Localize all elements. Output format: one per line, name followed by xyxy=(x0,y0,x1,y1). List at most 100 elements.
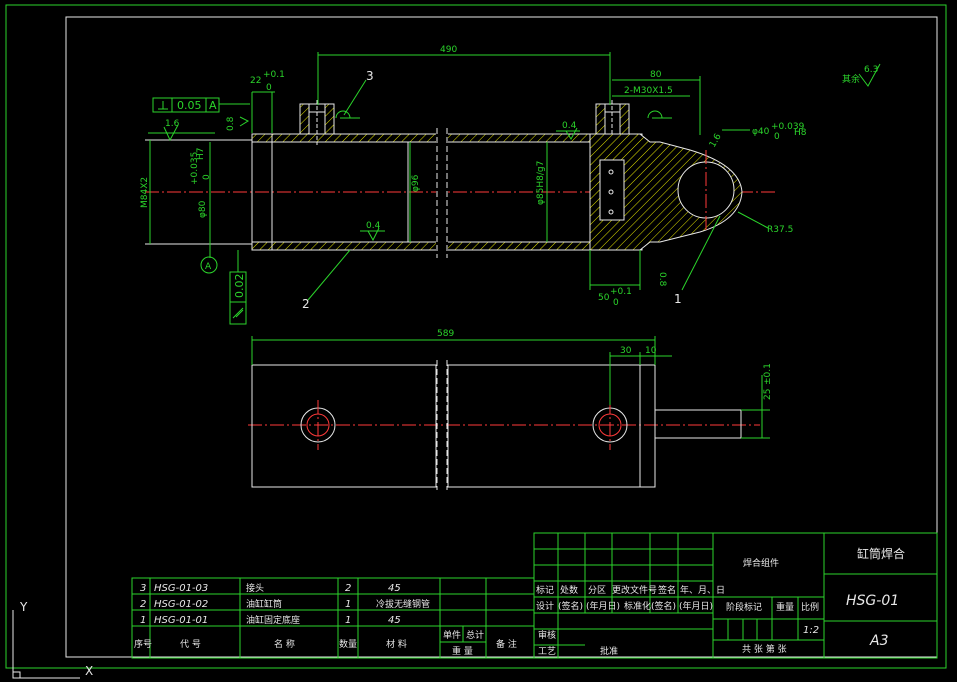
assembly-label: 焊合组件 xyxy=(743,557,779,569)
svg-text:阶段标记: 阶段标记 xyxy=(726,601,762,613)
runout-frame: 0.02 xyxy=(229,250,247,325)
sheet-size: A3 xyxy=(869,633,888,649)
dim-phi80: φ80 xyxy=(198,200,208,218)
svg-text:3: 3 xyxy=(140,583,146,594)
svg-text:比例: 比例 xyxy=(801,601,819,613)
svg-text:名 称: 名 称 xyxy=(274,638,295,650)
perpendicularity-frame: 0.05 A xyxy=(152,97,250,113)
dim-phi96: φ96 xyxy=(411,174,421,192)
svg-text:1: 1 xyxy=(345,615,351,626)
dim-r37: R37.5 xyxy=(767,225,793,235)
drawing-number: HSG-01 xyxy=(846,593,899,609)
svg-text:0.4: 0.4 xyxy=(562,121,577,131)
svg-text:其余: 其余 xyxy=(842,73,860,85)
svg-text:H7: H7 xyxy=(196,148,206,161)
dim-22: 22 xyxy=(250,76,261,86)
svg-text:0: 0 xyxy=(266,83,272,93)
svg-text:0.8: 0.8 xyxy=(226,116,236,131)
surface-roughness-other: 其余 6.3 xyxy=(842,63,881,87)
svg-text:工艺: 工艺 xyxy=(538,646,556,657)
svg-text:±0.1: ±0.1 xyxy=(763,363,773,385)
svg-text:45: 45 xyxy=(388,615,401,626)
svg-text:设计: 设计 xyxy=(536,600,554,612)
svg-text:HSG-01-02: HSG-01-02 xyxy=(154,599,208,610)
svg-text:总计: 总计 xyxy=(466,629,484,641)
svg-text:签名: 签名 xyxy=(658,584,676,596)
inner-frame xyxy=(65,16,938,658)
svg-text:接头: 接头 xyxy=(246,582,264,594)
svg-text:油缸缸筒: 油缸缸筒 xyxy=(246,598,282,610)
svg-text:1.6: 1.6 xyxy=(165,119,180,129)
svg-text:0.02: 0.02 xyxy=(233,274,246,299)
balloon-2: 2 xyxy=(302,297,310,311)
dim-m84: M84X2 xyxy=(140,177,150,208)
svg-text:0: 0 xyxy=(774,132,780,142)
svg-text:X: X xyxy=(85,664,93,678)
svg-text:共 张 第 张: 共 张 第 张 xyxy=(742,643,787,655)
bom-table: 3 HSG-01-03 接头 2 45 2 HSG-01-02 油缸缸筒 1 冷… xyxy=(131,577,535,659)
port-boss-left xyxy=(299,100,335,145)
outer-border xyxy=(5,4,947,669)
svg-text:+0.039: +0.039 xyxy=(771,122,805,132)
svg-text:45: 45 xyxy=(388,583,401,594)
datum-a-bubble xyxy=(200,256,218,274)
balloon-3: 3 xyxy=(366,69,374,83)
top-view: 589 30 10 25 ±0.1 xyxy=(248,329,773,490)
dim-490: 490 xyxy=(440,45,457,55)
svg-text:重量: 重量 xyxy=(776,601,794,613)
svg-text:(签名): (签名) xyxy=(558,600,583,612)
svg-text:审核: 审核 xyxy=(538,629,556,641)
dim-10: 10 xyxy=(645,346,657,356)
svg-text:批准: 批准 xyxy=(600,645,618,657)
svg-text:标记: 标记 xyxy=(536,584,554,596)
svg-text:0.8: 0.8 xyxy=(657,272,667,287)
scale-value: 1:2 xyxy=(803,625,819,636)
svg-text:数量: 数量 xyxy=(339,638,357,650)
svg-text:A: A xyxy=(209,99,217,112)
dim-phi85: φ85H8/g7 xyxy=(536,161,546,205)
svg-text:标准化: 标准化 xyxy=(624,600,651,612)
svg-text:+0.1: +0.1 xyxy=(263,70,285,80)
svg-text:材 料: 材 料 xyxy=(386,638,407,650)
svg-text:6.3: 6.3 xyxy=(864,65,878,75)
svg-text:A: A xyxy=(205,262,212,272)
svg-text:Y: Y xyxy=(19,600,28,614)
svg-text:(年月日): (年月日) xyxy=(679,600,713,612)
svg-text:0: 0 xyxy=(202,174,212,180)
svg-text:2: 2 xyxy=(345,583,351,594)
dim-thread: 2-M30X1.5 xyxy=(624,86,673,96)
svg-text:更改文件号: 更改文件号 xyxy=(612,584,657,596)
ucs-icon: Y X xyxy=(12,600,93,679)
svg-text:重 量: 重 量 xyxy=(452,645,473,657)
svg-text:2: 2 xyxy=(140,599,146,610)
svg-text:单件: 单件 xyxy=(443,629,461,641)
svg-text:冷拔无缝钢管: 冷拔无缝钢管 xyxy=(376,598,430,610)
svg-text:H8: H8 xyxy=(794,128,807,138)
svg-text:油缸固定底座: 油缸固定底座 xyxy=(246,614,300,626)
svg-text:(签名): (签名) xyxy=(651,600,676,612)
svg-text:序号: 序号 xyxy=(134,638,152,650)
dim-589: 589 xyxy=(437,329,454,339)
svg-text:+0.035: +0.035 xyxy=(190,152,200,185)
svg-text:年、月、日: 年、月、日 xyxy=(680,584,725,596)
svg-text:0: 0 xyxy=(613,298,619,308)
section-view: 490 80 2-M30X1.5 22 +0.1 0 0.05 A 1.6 0.… xyxy=(140,45,881,325)
dim-30: 30 xyxy=(620,346,632,356)
svg-text:1: 1 xyxy=(345,599,351,610)
svg-text:(年月日): (年月日) xyxy=(586,600,620,612)
title-block: 标记 处数 分区 更改文件号 签名 年、月、日 设计 (签名) (年月日) 标准… xyxy=(533,532,938,659)
dim-50: 50 xyxy=(598,293,610,303)
drawing-name: 缸筒焊合 xyxy=(857,546,905,561)
balloon-1: 1 xyxy=(674,292,682,306)
svg-text:0.05: 0.05 xyxy=(177,99,202,112)
svg-text:处数: 处数 xyxy=(560,584,578,596)
svg-text:1.6: 1.6 xyxy=(708,132,724,150)
svg-text:代 号: 代 号 xyxy=(180,639,201,650)
dim-25: 25 xyxy=(763,389,773,400)
dim-phi40: φ40 xyxy=(752,127,770,137)
svg-text:分区: 分区 xyxy=(588,585,606,596)
svg-text:HSG-01-03: HSG-01-03 xyxy=(154,583,208,594)
dim-80: 80 xyxy=(650,70,662,80)
svg-text:0.4: 0.4 xyxy=(366,221,381,231)
